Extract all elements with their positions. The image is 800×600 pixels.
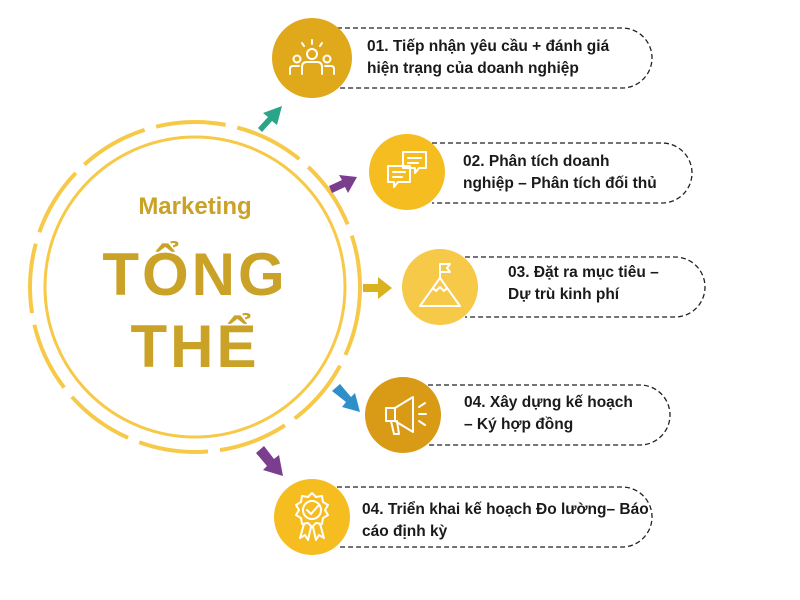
arrow-5 — [256, 446, 283, 476]
center-title-line2: THỂ — [130, 313, 260, 380]
step-2-capsule — [432, 142, 693, 204]
step-1 — [272, 18, 653, 98]
arrow-3 — [363, 277, 392, 299]
step-5-badge — [274, 479, 350, 555]
team-icon — [289, 39, 335, 75]
award-badge-icon — [295, 492, 329, 541]
arrow-3-icon — [363, 277, 392, 299]
center-inner-ring — [43, 135, 347, 439]
arrow-2-icon — [329, 175, 357, 193]
arrow-2 — [329, 175, 357, 193]
step-2 — [369, 134, 693, 210]
step-2-badge — [369, 134, 445, 210]
step-4-badge — [365, 377, 441, 453]
step-3-label: 03. Đặt ra mục tiêu – Dự trù kinh phí — [508, 264, 659, 303]
step-3 — [402, 249, 706, 325]
step-2-label: 02. Phân tích doanh nghiệp – Phân tích đ… — [463, 153, 657, 192]
megaphone-icon — [385, 396, 427, 435]
step-5-capsule — [337, 486, 653, 548]
step-1-label: 01. Tiếp nhận yêu cầu + đánh giá hiện tr… — [367, 38, 610, 77]
arrow-5-icon — [256, 446, 283, 476]
step-5-label: 04. Triển khai kế hoạch Đo lường– Báo cá… — [362, 501, 649, 540]
step-4-label: 04. Xây dựng kế hoạch – Ký hợp đồng — [464, 394, 633, 433]
chat-bubbles-icon — [387, 151, 427, 188]
mountain-flag-icon — [419, 263, 461, 307]
center-circle — [28, 120, 362, 454]
step-4 — [365, 377, 671, 453]
center-title-line1: TỔNG — [102, 241, 288, 308]
step-1-capsule — [337, 27, 653, 89]
step-3-capsule — [465, 256, 706, 318]
center-outer-ring — [28, 120, 362, 454]
center-subtitle: Marketing — [138, 193, 252, 220]
arrow-4-icon — [332, 384, 360, 412]
step-4-capsule — [428, 384, 671, 446]
step-5 — [274, 479, 653, 555]
arrow-1 — [258, 106, 282, 132]
arrow-1-icon — [258, 106, 282, 132]
arrow-4 — [332, 384, 360, 412]
